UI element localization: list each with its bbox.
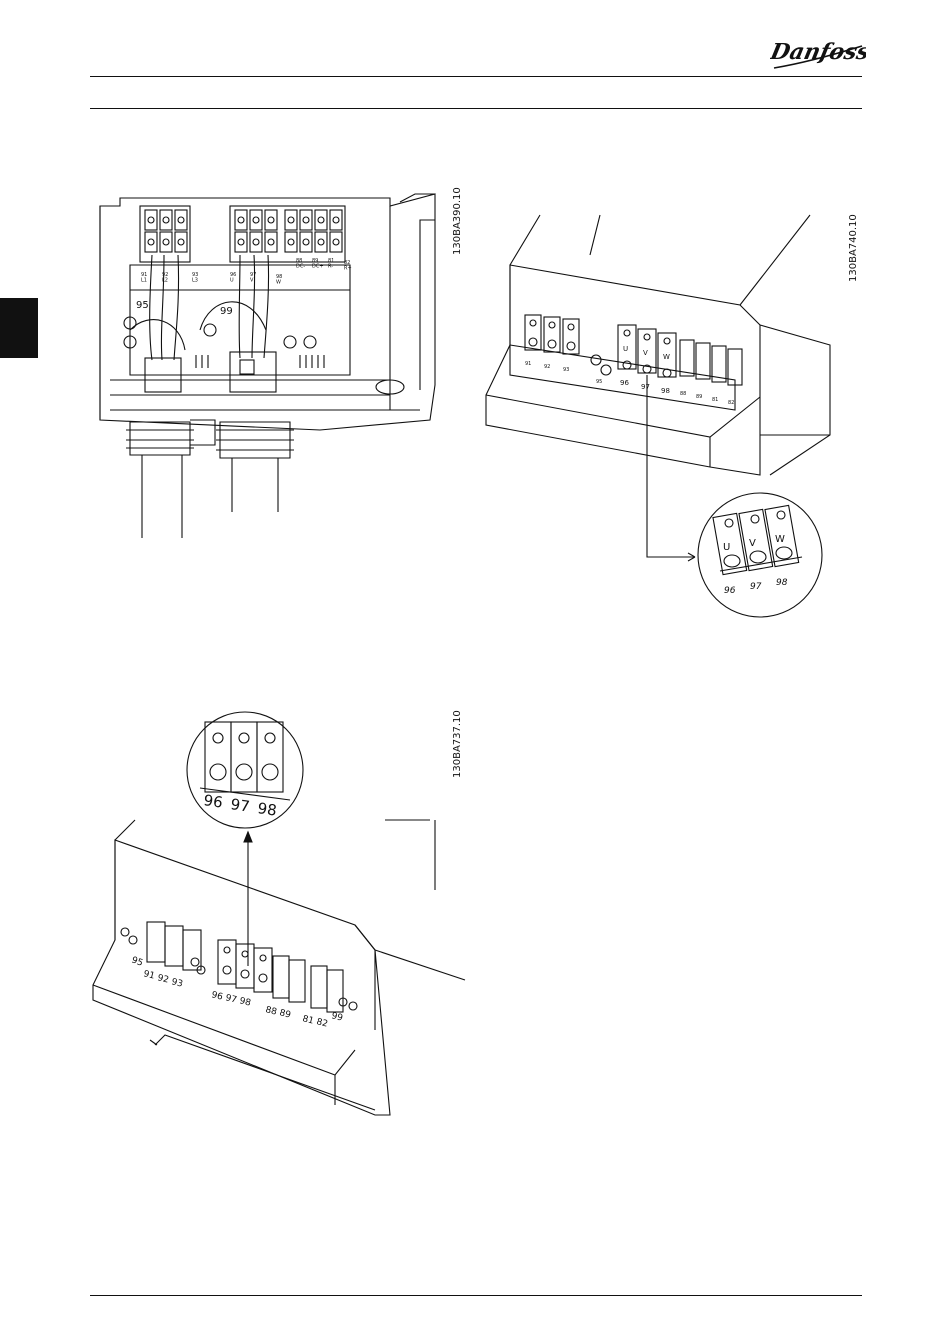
small-label-89: 89 — [696, 394, 702, 400]
row-label-82: 82 — [315, 1017, 329, 1029]
small-label-98: 98 — [661, 387, 670, 395]
row-label-96: 96 — [210, 990, 224, 1003]
label-ground-95: 95 — [136, 300, 149, 311]
small-label-w: W — [663, 353, 670, 361]
figure-code-2: 130BA740.10 — [848, 214, 859, 282]
row-label-81: 81 — [301, 1014, 315, 1026]
ground-label-99: 99 — [330, 1011, 344, 1024]
row-label-98: 98 — [238, 996, 252, 1009]
zoom-label-97: 97 — [229, 795, 250, 815]
header-rule-top — [90, 76, 862, 77]
small-label-88: 88 — [680, 391, 686, 397]
zoom-label-96: 96 — [724, 586, 736, 596]
small-label-95: 95 — [596, 379, 602, 385]
small-label-u: U — [623, 345, 628, 353]
header-rule-bottom — [90, 108, 862, 109]
brand-wordmark: Danfoss — [770, 39, 866, 65]
small-label-97: 97 — [641, 383, 650, 391]
figure-terminal-block-zoom: 96 97 98 95 91 92 93 96 97 98 88 89 81 8… — [85, 700, 470, 1140]
row-label-92: 92 — [156, 973, 170, 985]
figure-code-1: 130BA390.10 — [452, 187, 463, 255]
zoom-label-96: 96 — [202, 791, 223, 811]
row-label-97: 97 — [224, 993, 238, 1005]
row-label-89: 89 — [278, 1008, 292, 1021]
row-label-93: 93 — [170, 977, 184, 989]
small-label-v: V — [643, 349, 648, 357]
zoom-label-98: 98 — [776, 578, 788, 588]
figure-terminal-rail-uvw: U V W 96 97 98 91 92 93 95 88 89 81 82 U… — [480, 205, 840, 625]
row-label-88: 88 — [264, 1005, 278, 1018]
small-label-96: 96 — [620, 379, 629, 387]
zoom-label-u: U — [723, 542, 730, 553]
danfoss-logo: Danfoss — [770, 28, 866, 72]
small-label-81: 81 — [712, 397, 718, 403]
footer-rule — [90, 1295, 862, 1296]
small-label-82: 82 — [728, 400, 734, 406]
row-label-91: 91 — [142, 969, 156, 981]
label-ground-99: 99 — [220, 306, 233, 317]
small-label-93: 93 — [563, 367, 569, 373]
zoom-label-v: V — [749, 538, 756, 549]
small-label-92: 92 — [544, 364, 550, 370]
ground-label-95: 95 — [130, 955, 144, 968]
zoom-label-98: 98 — [256, 799, 277, 819]
zoom-label-97: 97 — [750, 582, 762, 592]
chapter-tab — [0, 298, 38, 358]
small-label-91: 91 — [525, 361, 531, 367]
zoom-label-w: W — [775, 534, 785, 545]
